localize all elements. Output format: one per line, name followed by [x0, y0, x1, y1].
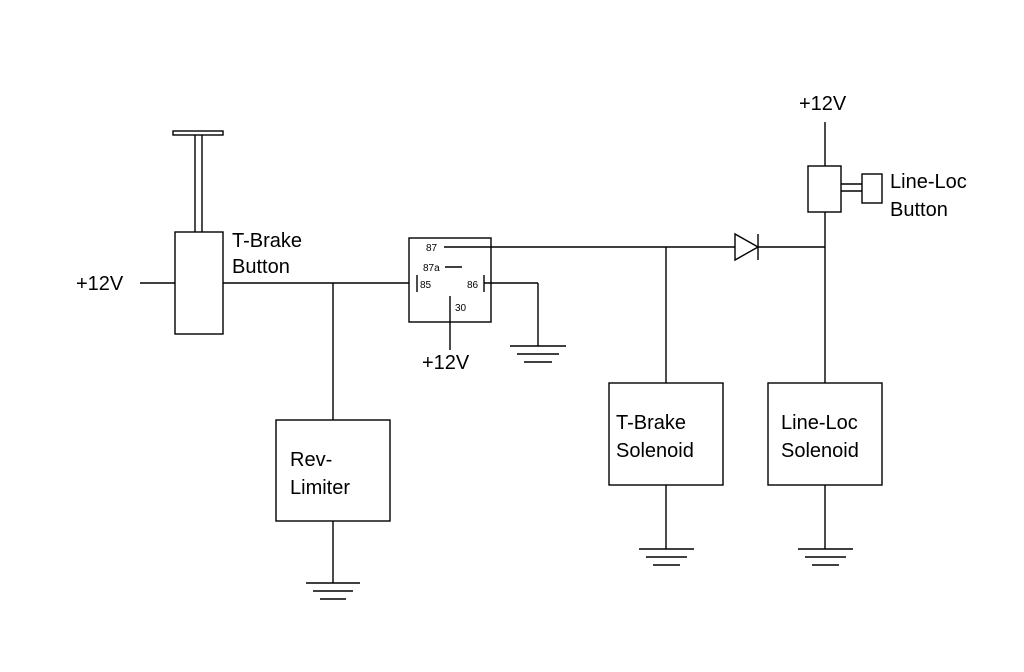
lineloc-supply-label: +12V	[799, 93, 847, 115]
tbrake-solenoid-box	[608, 382, 724, 486]
lineloc-solenoid-label-line1: Line-Loc	[781, 412, 858, 434]
relay-ground-symbol	[510, 345, 566, 363]
lineloc-button-body	[807, 165, 842, 213]
lineloc-solenoid-box	[767, 382, 883, 486]
relay-pin-85-label: 85	[420, 280, 432, 291]
lineloc-button-label-line1: Line-Loc	[890, 171, 967, 193]
tbrake-solenoid-ground-symbol	[639, 548, 694, 566]
relay-pin-87a-label: 87a	[423, 263, 440, 274]
lineloc-button	[807, 165, 883, 213]
rev-limiter-label-line1: Rev-	[290, 449, 332, 471]
tbrake-button	[172, 130, 224, 335]
lineloc-button-label-line2: Button	[890, 199, 948, 221]
tbrake-button-label-line1: T-Brake	[232, 230, 302, 252]
tbrake-button-label-line2: Button	[232, 256, 290, 278]
lineloc-solenoid-ground-symbol	[798, 548, 853, 566]
rev-limiter-ground-symbol	[306, 582, 360, 600]
tbrake-button-body	[174, 231, 224, 335]
relay-pin-30-label: 30	[455, 303, 467, 314]
relay-pin-87-label: 87	[426, 243, 438, 254]
tbrake-button-plunger-cap	[172, 130, 224, 136]
lineloc-solenoid-label-line2: Solenoid	[781, 440, 859, 462]
lineloc-button-cap	[861, 173, 883, 204]
diode-triangle	[734, 232, 760, 262]
tbrake-solenoid-label-line1: T-Brake	[616, 412, 686, 434]
rev-limiter-box	[275, 419, 391, 522]
relay-supply-label: +12V	[422, 352, 470, 374]
diode-symbol	[734, 232, 760, 262]
tbrake-solenoid-label-line2: Solenoid	[616, 440, 694, 462]
tbrake-supply-label: +12V	[76, 273, 124, 295]
relay-pin-86-label: 86	[467, 280, 479, 291]
rev-limiter-label-line2: Limiter	[290, 477, 350, 499]
